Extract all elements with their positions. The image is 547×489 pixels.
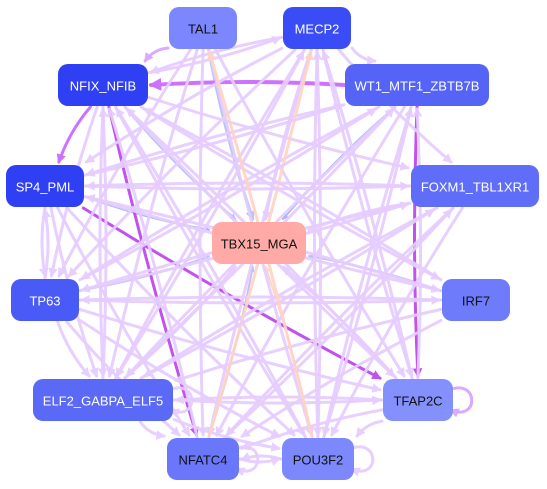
edge-irf7-to-tp63 — [80, 294, 443, 305]
node-tal1[interactable]: TAL1 — [169, 7, 237, 49]
edge-irf7-to-elf2_gabpa_elf5 — [174, 307, 443, 383]
node-mecp2[interactable]: MECP2 — [283, 7, 351, 49]
edge-sp4_pml-to-pou3f2 — [65, 206, 296, 437]
edge-nfix_nfib-to-sp4_pml — [56, 105, 92, 164]
edge-tal1-to-nfix_nfib — [143, 46, 170, 63]
edge-tal1-to-nfatc4 — [197, 48, 208, 437]
edge-tp63-to-sp4_pml — [41, 208, 52, 280]
edge-mecp2-to-foxm1_tbl1xr1 — [337, 48, 453, 164]
edge-pou3f2-to-nfix_nfib — [115, 107, 307, 439]
edge-nfatc4-to-foxm1_tbl1xr1 — [223, 208, 453, 439]
node-box — [442, 279, 510, 321]
node-foxm1-tbl1xr1[interactable]: FOXM1_TBL1XR1 — [411, 165, 539, 207]
edge-mecp2-to-elf2_gabpa_elf5 — [115, 48, 306, 378]
edge-nfix_nfib-to-pou3f2 — [114, 105, 306, 437]
node-sp4-pml[interactable]: SP4_PML — [6, 165, 84, 207]
edge-pou3f2-to-pou3f2 — [348, 445, 375, 477]
node-nfatc4[interactable]: NFATC4 — [167, 438, 239, 480]
edge-elf2_gabpa_elf5-to-nfix_nfib — [98, 107, 109, 380]
edge-wt1_mtf1_zbtb7b-to-pou3f2 — [321, 105, 413, 437]
edge-elf2_gabpa_elf5-to-nfatc4 — [138, 420, 166, 440]
node-box — [169, 7, 237, 49]
edge-tal1-to-tfap2c — [214, 48, 406, 378]
edge-tfap2c-to-wt1_mtf1_zbtb7b — [412, 107, 423, 380]
edge-elf2_gabpa_elf5-to-mecp2 — [114, 50, 305, 380]
node-irf7[interactable]: IRF7 — [442, 279, 510, 321]
edge-elf2_gabpa_elf5-to-tfap2c — [172, 395, 382, 406]
edge-sp4_pml-to-wt1_mtf1_zbtb7b — [83, 103, 344, 177]
edge-irf7-to-nfix_nfib — [142, 107, 443, 282]
node-tbx15-mga[interactable]: TBX15_MGA — [212, 222, 306, 264]
edge-nfix_nfib-to-nfatc4 — [107, 105, 199, 437]
node-tfap2c[interactable]: TFAP2C — [383, 379, 453, 421]
edge-tp63-to-wt1_mtf1_zbtb7b — [78, 107, 378, 282]
edge-elf2_gabpa_elf5-to-elf2_gabpa_elf5 — [167, 386, 194, 418]
node-box — [33, 379, 173, 421]
node-box — [212, 222, 306, 264]
edge-sp4_pml-to-tp63 — [38, 206, 49, 278]
node-pou3f2[interactable]: POU3F2 — [282, 438, 354, 480]
edge-pou3f2-to-mecp2 — [312, 50, 323, 439]
node-box — [345, 64, 489, 106]
edge-tfap2c-to-tfap2c — [447, 386, 474, 418]
node-wt1-mtf1-zbtb7b[interactable]: WT1_MTF1_ZBTB7B — [345, 64, 489, 106]
node-elf2-gabpa-elf5[interactable]: ELF2_GABPA_ELF5 — [33, 379, 173, 421]
edge-wt1_mtf1_zbtb7b-to-nfatc4 — [215, 105, 406, 437]
node-box — [6, 165, 84, 207]
node-box — [11, 279, 79, 321]
edge-tp63-to-elf2_gabpa_elf5 — [56, 320, 91, 378]
node-box — [282, 438, 354, 480]
node-box — [411, 165, 539, 207]
edge-mecp2-to-sp4_pml — [84, 46, 284, 164]
edge-wt1_mtf1_zbtb7b-to-nfix_nfib — [148, 77, 346, 91]
edge-mecp2-to-pou3f2 — [312, 48, 323, 437]
edge-elf2_gabpa_elf5-to-foxm1_tbl1xr1 — [139, 208, 435, 380]
edge-wt1_mtf1_zbtb7b-to-sp4_pml — [85, 103, 346, 177]
edge-wt1_mtf1_zbtb7b-to-tfap2c — [412, 105, 423, 378]
edge-pou3f2-to-wt1_mtf1_zbtb7b — [322, 107, 414, 439]
edge-nfix_nfib-to-foxm1_tbl1xr1 — [147, 96, 410, 171]
edge-tfap2c-to-elf2_gabpa_elf5 — [174, 394, 384, 405]
node-nfix-nfib[interactable]: NFIX_NFIB — [58, 64, 148, 106]
edge-foxm1_tbl1xr1-to-nfatc4 — [225, 206, 455, 437]
node-box — [383, 379, 453, 421]
edge-irf7-to-nfatc4 — [240, 318, 443, 438]
edge-mecp2-to-wt1_mtf1_zbtb7b — [350, 46, 377, 66]
edge-foxm1_tbl1xr1-to-elf2_gabpa_elf5 — [143, 206, 439, 378]
edge-nfatc4-to-nfatc4 — [233, 445, 260, 477]
edge-tp63-to-irf7 — [78, 295, 441, 306]
edge-sp4_pml-to-foxm1_tbl1xr1 — [83, 181, 410, 192]
node-box — [167, 438, 239, 480]
edge-tal1-to-tp63 — [57, 48, 192, 278]
edge-tfap2c-to-nfatc4 — [240, 408, 384, 451]
edge-pou3f2-to-nfatc4 — [240, 452, 283, 462]
node-box — [58, 64, 148, 106]
node-tp63[interactable]: TP63 — [11, 279, 79, 321]
node-box — [283, 7, 351, 49]
edge-tfap2c-to-pou3f2 — [355, 419, 384, 438]
